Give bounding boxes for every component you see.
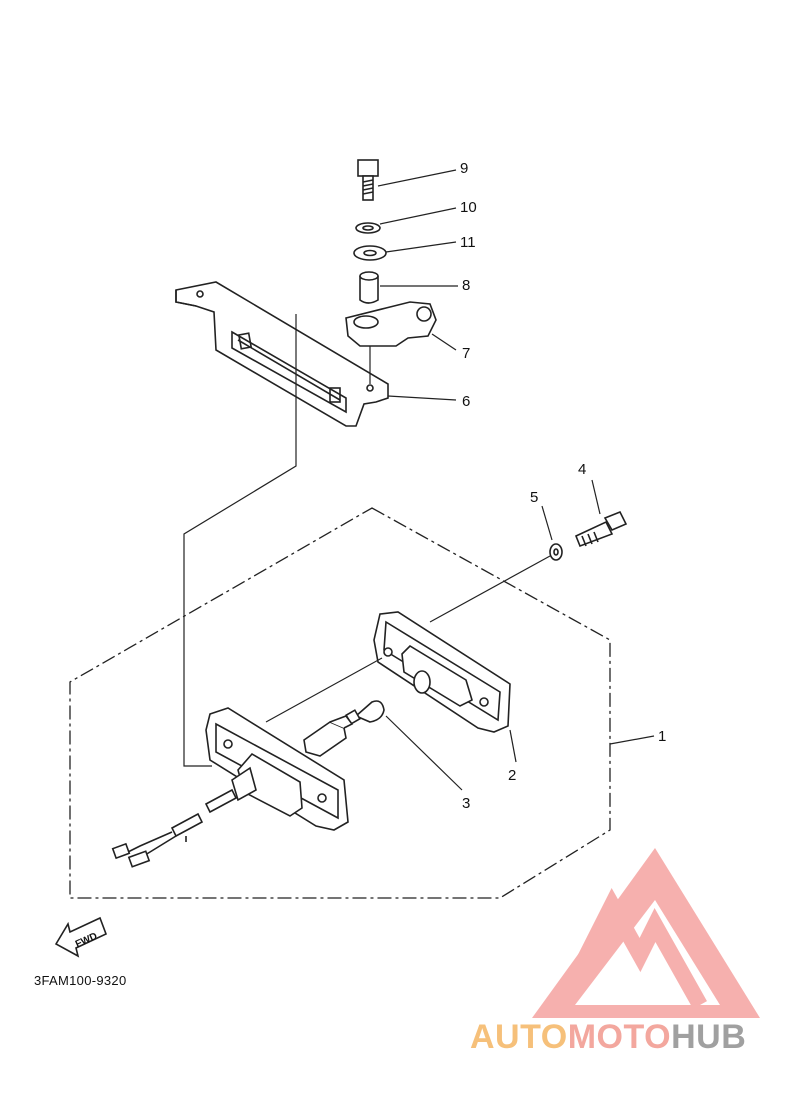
collar-part-8	[359, 271, 379, 304]
logo-text-auto: AUTO	[470, 1018, 568, 1056]
bulb-part-3	[345, 700, 385, 725]
callout-5: 5	[530, 489, 538, 506]
leader-line-5	[429, 555, 551, 623]
callout-7: 7	[462, 345, 470, 362]
bolt-part-4	[574, 510, 628, 548]
holder-part-7	[345, 301, 437, 347]
callout-8: 8	[462, 277, 470, 294]
lamp-base-plate	[205, 707, 349, 831]
bolt-part-9	[357, 159, 379, 201]
socket-assembly	[303, 715, 354, 757]
callout-leaders	[377, 169, 655, 791]
logo-text-hub: HUB	[671, 1018, 747, 1056]
fwd-arrow-icon: FWD	[54, 916, 108, 958]
part-code: 3FAM100-9320	[34, 973, 127, 988]
logo-mark	[532, 848, 760, 1018]
lockwasher-part-10	[355, 222, 381, 234]
lens-part-2	[373, 611, 511, 733]
leader-line-bracket	[183, 314, 297, 767]
callout-6: 6	[462, 393, 470, 410]
washer-part-5	[549, 543, 563, 561]
callout-11: 11	[460, 234, 476, 251]
callout-2: 2	[508, 767, 516, 784]
callout-3: 3	[462, 795, 470, 812]
bracket-part-6	[175, 281, 389, 427]
callout-4: 4	[578, 461, 586, 478]
assembly-outline	[69, 507, 611, 899]
wire-harness	[111, 788, 238, 868]
callout-1: 1	[658, 728, 666, 745]
logo-text-moto: MOTO	[567, 1018, 672, 1056]
callout-10: 10	[460, 199, 477, 216]
callout-9: 9	[460, 160, 468, 177]
leader-line-lens-upper	[265, 657, 383, 723]
washer-part-11	[353, 245, 387, 261]
logo-wordmark: AUTOMOTOHUB	[470, 1018, 746, 1057]
